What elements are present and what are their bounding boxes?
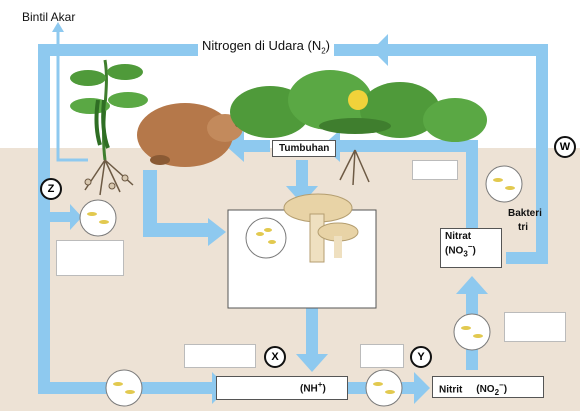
- arrow-plant-to-animal: [240, 140, 270, 152]
- blank-box-plant: [412, 160, 458, 180]
- arrow-plant-down: [296, 160, 308, 190]
- nitrate-label: Nitrat: [445, 231, 497, 242]
- blank-box-x: [184, 344, 256, 368]
- ammonium-formula: (NH+): [300, 380, 326, 394]
- plants-label: Tumbuhan: [272, 140, 336, 157]
- arrow-decomposer-down: [306, 308, 318, 358]
- marker-x: X: [264, 346, 286, 368]
- nitrite-formula: (NO2−): [476, 384, 507, 395]
- blank-box-left: [56, 240, 124, 276]
- marker-y: Y: [410, 346, 432, 368]
- decomposer-box: [228, 210, 376, 308]
- arrow-right: [536, 44, 548, 264]
- marker-z: Z: [40, 178, 62, 200]
- nitrite-box: Nitrit (NO2−): [432, 376, 544, 398]
- atmosphere-label: Nitrogen di Udara (N2): [198, 38, 334, 56]
- bacteria-label-tail: tri: [518, 222, 528, 233]
- blank-box-right: [504, 312, 566, 342]
- marker-w: W: [554, 136, 576, 158]
- nitrate-box: Nitrat (NO3−): [440, 228, 502, 268]
- nodule-label: Bintil Akar: [22, 10, 75, 24]
- nitrite-label: Nitrit: [439, 384, 462, 395]
- arrow-right-foot: [506, 252, 548, 264]
- arrow-z: [48, 212, 72, 222]
- ammonium-box: [216, 376, 348, 400]
- blank-box-y: [360, 344, 404, 368]
- nitrate-formula: (NO3−): [445, 242, 497, 258]
- arrow-nitrate-up: [466, 150, 478, 230]
- bacteria-label: Bakteri: [508, 208, 542, 219]
